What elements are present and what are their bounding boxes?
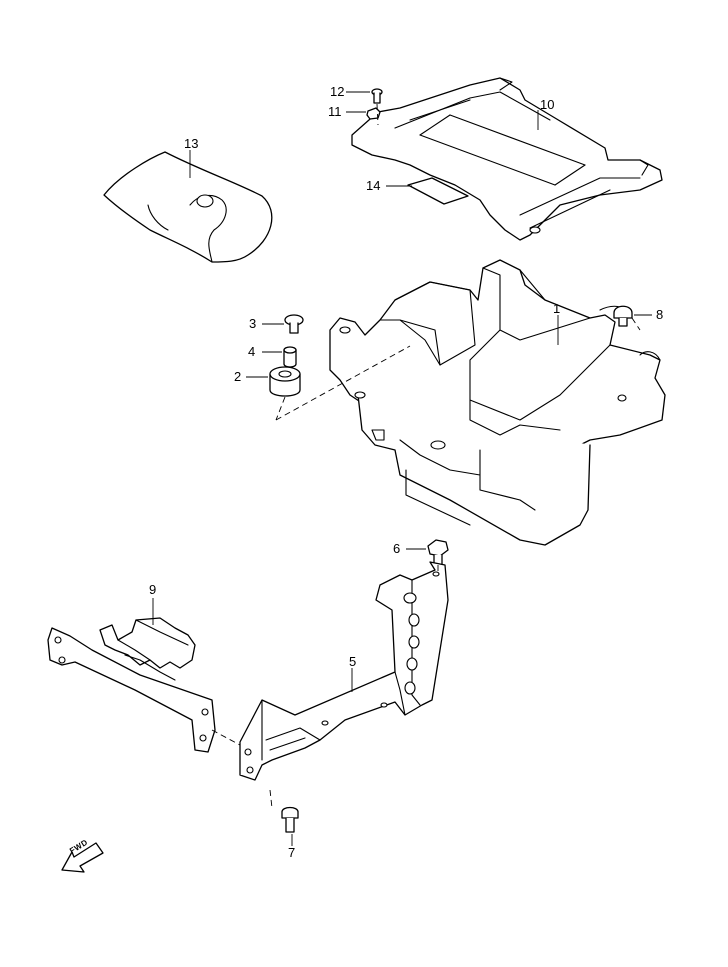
callout-13: 13 xyxy=(184,136,199,151)
part-12-bolt xyxy=(371,88,383,104)
callout-3: 3 xyxy=(249,316,257,331)
part-10-plate xyxy=(351,77,663,241)
callout-14: 14 xyxy=(366,178,381,193)
part-8-screw xyxy=(613,305,633,327)
part-9-clamp xyxy=(99,617,196,681)
part-13-cover xyxy=(103,151,273,263)
callout-7: 7 xyxy=(288,845,296,860)
part-5-bracket xyxy=(47,561,449,781)
callout-5: 5 xyxy=(349,654,357,669)
callout-6: 6 xyxy=(393,541,401,556)
part-4-collar xyxy=(283,346,297,368)
part-3-bolt xyxy=(284,314,304,334)
callout-9: 9 xyxy=(149,582,157,597)
part-7-bolt xyxy=(281,806,299,833)
part-6-bolt xyxy=(427,539,449,566)
callout-8: 8 xyxy=(656,307,664,322)
part-14-pad xyxy=(407,177,469,205)
assembly-lines xyxy=(211,103,641,809)
callout-1: 1 xyxy=(553,301,561,316)
part-2-grommet xyxy=(269,366,301,397)
leader-lines xyxy=(152,91,652,846)
callout-12: 12 xyxy=(330,84,345,99)
callout-2: 2 xyxy=(234,369,242,384)
callout-10: 10 xyxy=(540,97,555,112)
forward-arrow-icon xyxy=(61,842,104,873)
part-1-battery-tray xyxy=(329,259,666,546)
callout-11: 11 xyxy=(328,104,342,119)
callout-4: 4 xyxy=(248,344,256,359)
